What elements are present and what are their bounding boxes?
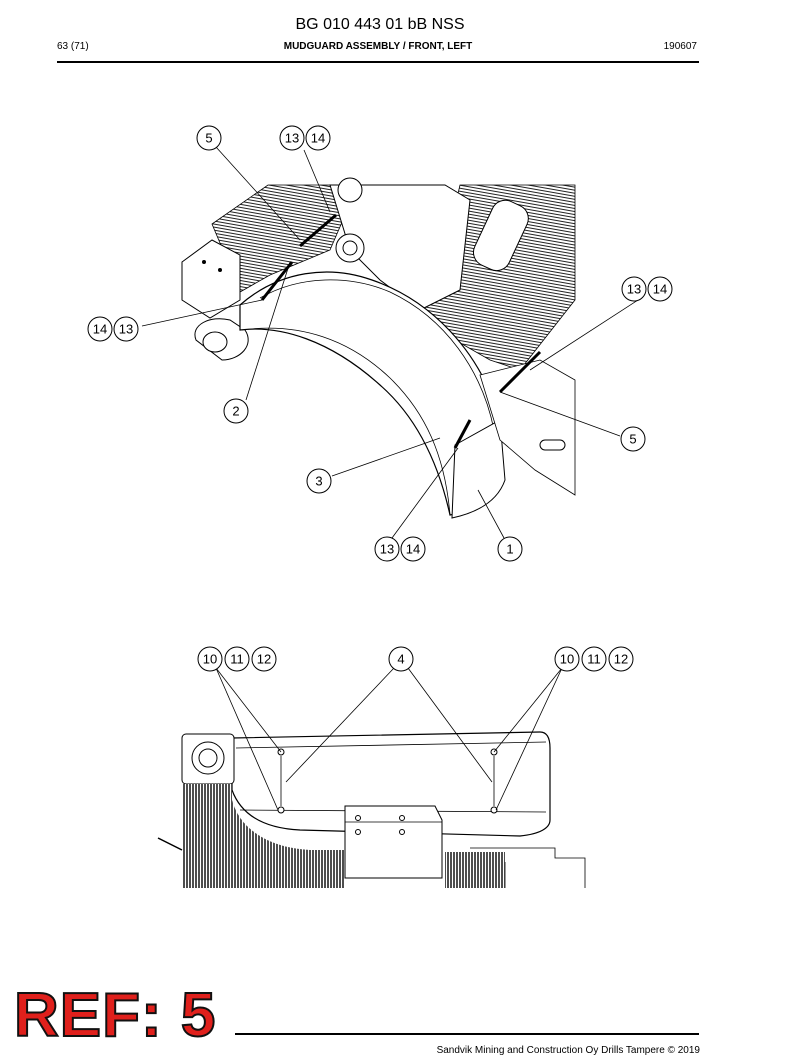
frame-bolt-2 [355,829,361,835]
svg-text:13: 13 [119,322,133,337]
svg-text:13: 13 [627,282,641,297]
svg-text:10: 10 [560,652,574,667]
mudguard-inner-edge [259,279,495,431]
callout-1: 1 [497,536,523,562]
callout-13-right: 13 [621,276,647,302]
mudguard-top-view [231,731,551,837]
right-frame-slot [539,439,566,451]
callout-5-right: 5 [620,426,646,452]
bracket-bolt-1 [202,260,206,264]
svg-text:11: 11 [587,652,601,667]
frame-bolt-1 [355,815,361,821]
section-title: MUDGUARD ASSEMBLY / FRONT, LEFT [283,41,473,52]
callout-3: 3 [306,468,332,494]
frame-bolt-3 [399,815,405,821]
callout-11-right: 11 [581,646,607,672]
svg-text:12: 12 [614,652,628,667]
mudguard-outer-edge [241,327,451,516]
callout-13-left: 13 [113,316,139,342]
footer-rule [235,1033,699,1035]
grating-bottom [182,800,345,888]
bracket-bolt-2 [218,268,222,272]
callout-2: 2 [223,398,249,424]
frame-bolt-4 [399,829,405,835]
callout-11-left: 11 [224,646,250,672]
bolt-top [299,213,337,248]
left-bracket [181,239,241,319]
callout-13-top: 13 [279,125,305,151]
callout-14-right: 14 [647,276,673,302]
mount-bolt-4 [490,806,498,814]
footer-copyright: Sandvik Mining and Construction Oy Drill… [436,1045,700,1056]
pipe-end [157,837,183,851]
svg-text:13: 13 [380,542,394,557]
callout-10-right: 10 [554,646,580,672]
header-rule [57,61,699,63]
frame-slot [472,199,529,272]
svg-text:14: 14 [406,542,420,557]
svg-text:14: 14 [311,131,325,146]
top-figure [141,146,639,539]
right-structure [470,847,586,888]
svg-text:14: 14 [653,282,667,297]
bottom-figure [157,667,586,888]
pipe-section [202,331,228,353]
callout-12-right: 12 [608,646,634,672]
svg-text:3: 3 [315,474,322,489]
svg-text:12: 12 [257,652,271,667]
callout-14-bottom: 14 [400,536,426,562]
svg-text:10: 10 [203,652,217,667]
ref-stamp: REF: 5 [13,981,217,1050]
mudguard-flap [451,419,506,519]
callout-13-bottom: 13 [374,536,400,562]
svg-text:14: 14 [93,322,107,337]
svg-text:2: 2 [232,404,239,419]
document-date: 190607 [663,41,697,52]
mudguard-top-edge [235,741,547,749]
callout-10-left: 10 [197,646,223,672]
svg-text:4: 4 [397,652,404,667]
frame-block-top-view [344,805,443,879]
document-code: BG 010 443 01 bB NSS [295,16,465,33]
callout-12-left: 12 [251,646,277,672]
leader-lines-bottom [215,667,563,811]
grating-right [445,852,505,888]
svg-text:5: 5 [629,432,636,447]
leader-lines-top [141,146,639,539]
svg-text:5: 5 [205,131,212,146]
bolt-right [498,350,542,394]
svg-text:11: 11 [230,652,244,667]
svg-text:13: 13 [285,131,299,146]
mount-bolt-2 [277,806,285,814]
bolt-left [260,261,294,301]
frame-hole-2-inner [342,240,358,256]
callout-14-left: 14 [87,316,113,342]
callout-5-top: 5 [196,125,222,151]
svg-text:1: 1 [506,542,513,557]
clamp-ring-inner [198,748,218,768]
bolt-lower [453,419,472,449]
callout-4: 4 [388,646,414,672]
callout-14-top: 14 [305,125,331,151]
page-number: 63 (71) [57,41,89,52]
frame-hole-1 [337,177,363,203]
